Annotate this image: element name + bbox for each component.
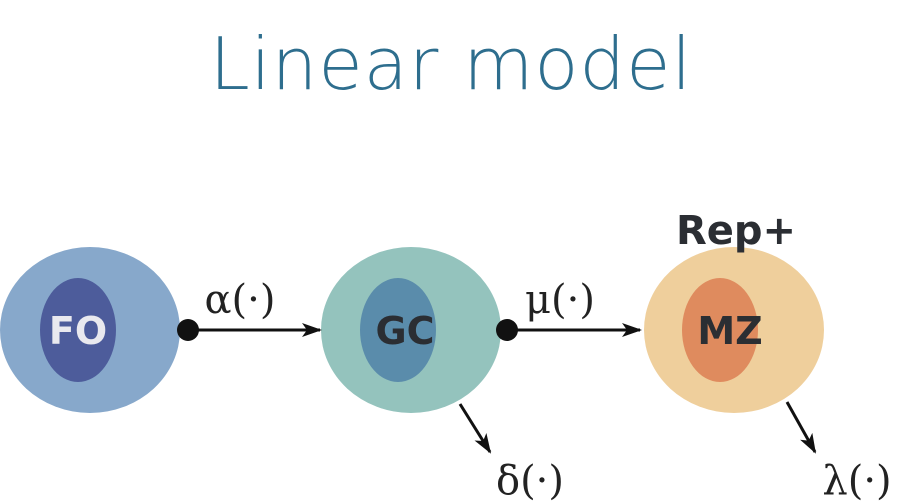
rate-mu-label: μ(·): [525, 277, 595, 323]
rate-lambda-label: λ(·): [822, 458, 891, 502]
node-gc-label: GC: [375, 309, 434, 353]
transition-delta: δ(·): [458, 403, 564, 502]
node-fo-label: FO: [49, 309, 107, 353]
node-gc: GC: [321, 247, 501, 413]
node-fo-inner: [40, 278, 116, 382]
transition-delta-arrow: [458, 403, 492, 454]
node-mz: MZ: [644, 247, 824, 413]
transition-lambda-arrow: [785, 401, 817, 454]
diagram-title: Linear model: [209, 22, 693, 106]
rate-alpha-label: α(·): [205, 277, 276, 323]
node-mz-inner: [682, 278, 758, 382]
rep-plus-annotation: Rep+: [676, 208, 796, 254]
rate-delta-label: δ(·): [496, 458, 564, 502]
transition-alpha: α(·): [177, 277, 322, 341]
transition-mu: μ(·): [496, 277, 642, 341]
node-fo: FO: [0, 247, 180, 413]
node-mz-label: MZ: [697, 309, 762, 353]
node-gc-inner: [360, 278, 436, 382]
transition-lambda: λ(·): [785, 401, 892, 502]
